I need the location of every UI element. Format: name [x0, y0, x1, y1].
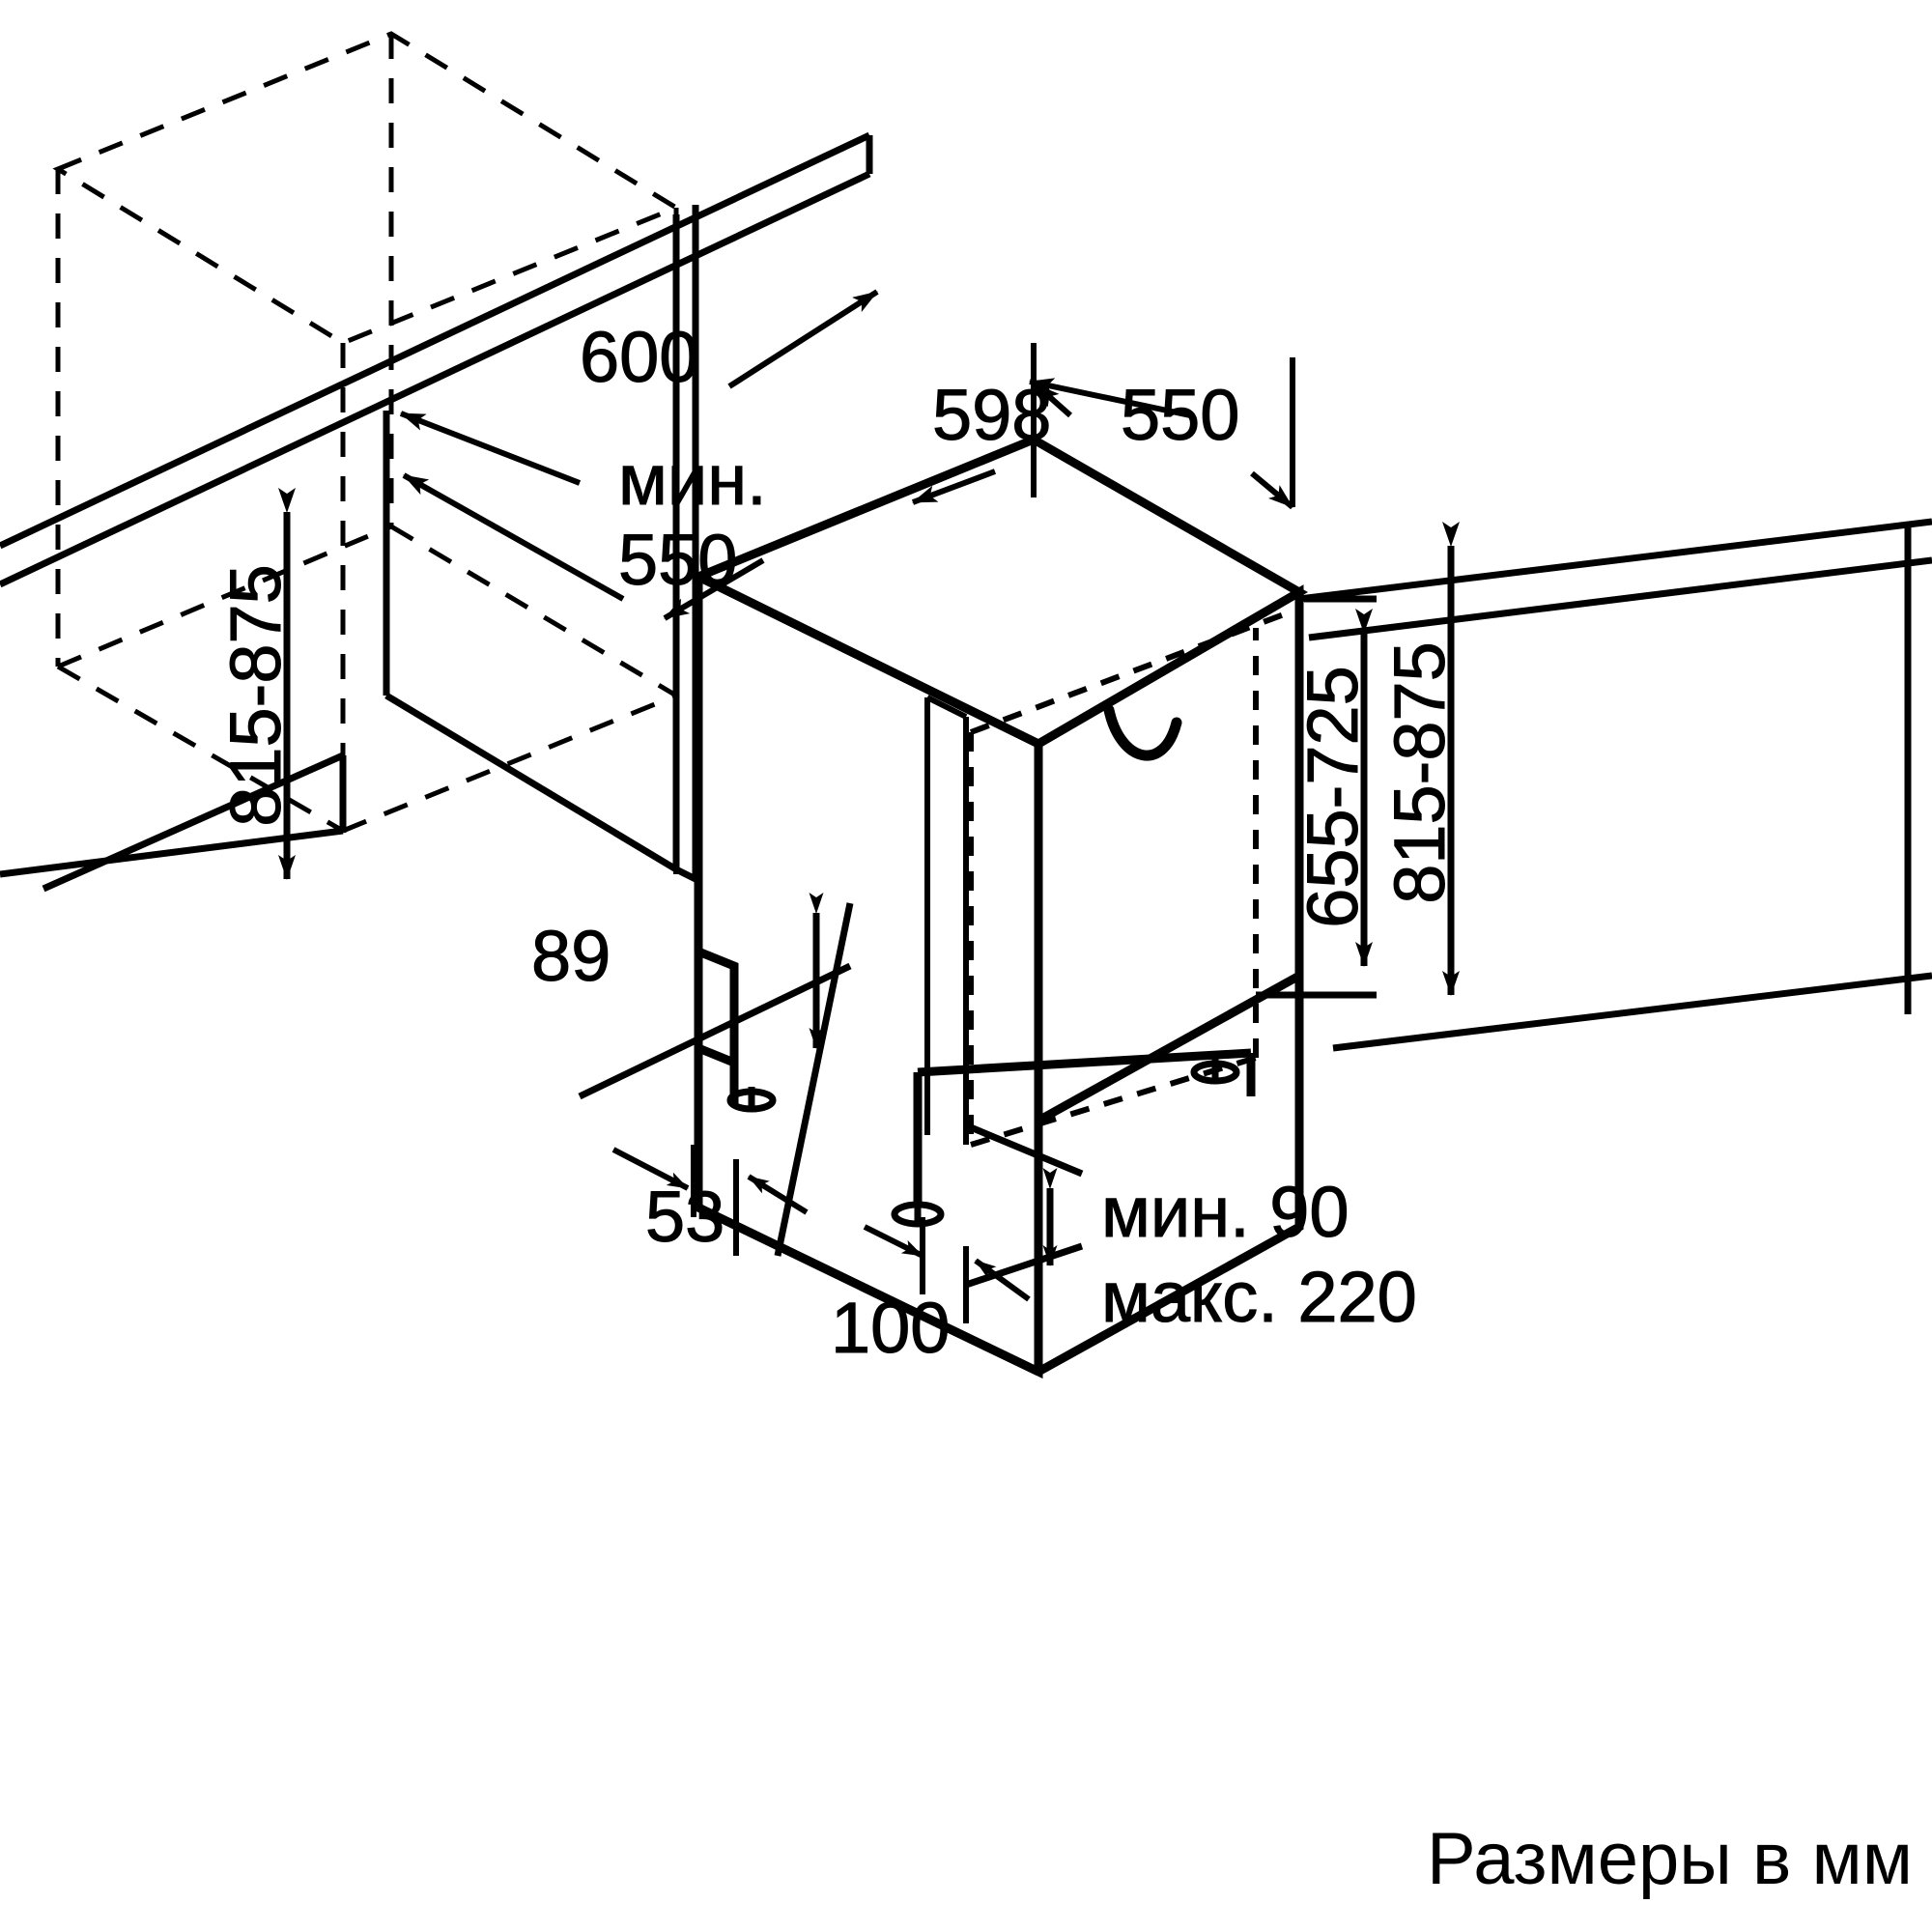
appliance-bottom-edge	[696, 1203, 1040, 1377]
units-caption: Размеры в мм	[1427, 1818, 1913, 1900]
dim-min90-label: мин. 90	[1101, 1172, 1350, 1252]
cabinet-lower-panel	[0, 752, 347, 893]
wall-cabinet-outline	[52, 31, 682, 834]
dim-598-label: 598	[932, 375, 1051, 455]
right-worktop-surface	[1298, 518, 1932, 1052]
worktop-surface	[0, 131, 873, 588]
levelling-foot-icon	[726, 1059, 1240, 1228]
dim-min550-value: 550	[618, 520, 737, 600]
appliance-door-inner-edge	[924, 695, 969, 1145]
dim-550-depth-leaders	[1034, 357, 1295, 510]
dim-min550-leaders	[402, 472, 765, 621]
dim-89-line	[578, 893, 854, 1257]
dim-655-725-line	[1256, 595, 1377, 999]
appliance-plinth-recess	[696, 947, 739, 1069]
dim-89-label: 89	[531, 916, 611, 996]
dim-min550-word: мин.	[618, 440, 767, 520]
appliance-left-face	[694, 569, 1043, 1379]
dim-815-875-left-label: 815-875	[215, 564, 296, 827]
dim-max220-label: макс. 220	[1101, 1257, 1417, 1337]
appliance-door-face	[1034, 584, 1304, 1128]
dim-655-725-label: 655-725	[1293, 666, 1373, 928]
dim-600-label: 600	[580, 317, 698, 397]
appliance-door-panel-dashed	[968, 606, 1301, 1148]
door-handle-icon	[1103, 704, 1182, 761]
dim-815-875-right-label: 815-875	[1379, 641, 1460, 904]
dim-53-leaders	[611, 1145, 809, 1256]
dim-plinth-range-line	[964, 1122, 1084, 1289]
appliance-top-face	[688, 435, 1308, 750]
dim-550-depth-label: 550	[1121, 375, 1239, 455]
dim-600-leaders	[399, 289, 879, 486]
